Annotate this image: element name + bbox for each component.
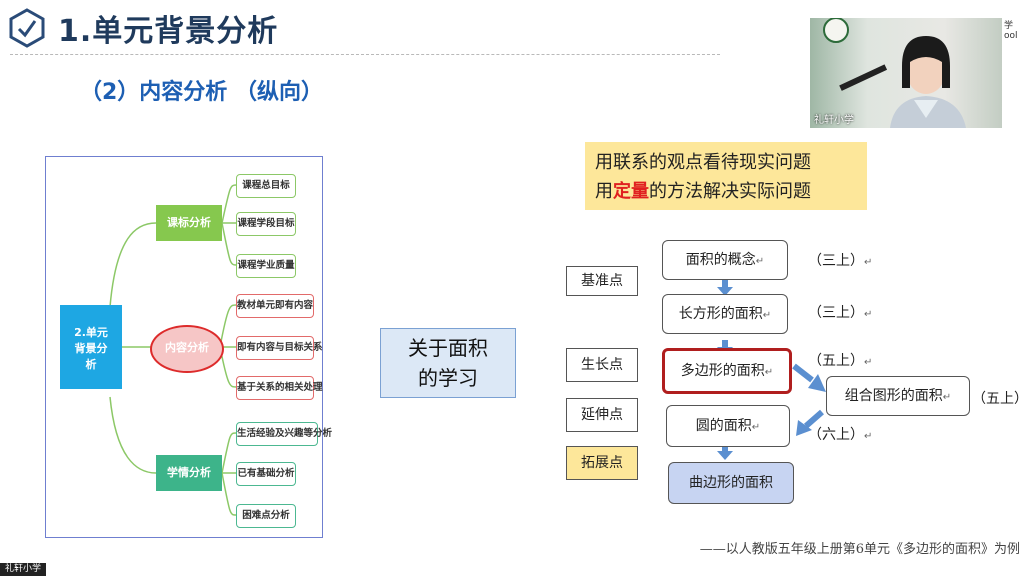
grade-polygon-area: （五上）↵: [808, 350, 872, 370]
grade-rectangle-area: （三上）↵: [808, 302, 872, 322]
node-composite-area: 组合图形的面积↵: [826, 376, 970, 416]
return-mark-icon: ↵: [755, 256, 765, 267]
topic-box: 关于面积 的学习: [380, 328, 516, 398]
grade-composite-area: （五上）: [972, 391, 1024, 407]
node-polygon-area-text: 多边形的面积: [680, 363, 765, 379]
branch-curriculum: 课标分析: [156, 205, 222, 241]
video-feed[interactable]: 礼轩小学: [810, 18, 1002, 128]
page-title: 1.单元背景分析: [58, 14, 279, 49]
return-mark-icon: ↵: [751, 422, 761, 433]
video-caption: 礼轩小学: [814, 115, 854, 126]
leaf-difficulty: 困难点分析: [236, 504, 296, 528]
leaf-curriculum-goal: 课程总目标: [236, 174, 296, 198]
mindmap-connectors: [109, 184, 237, 516]
label-growth: 生长点: [566, 348, 638, 382]
leaf-prior-knowledge: 已有基础分析: [236, 462, 296, 486]
banner-line-2: 用定量的方法解决实际问题: [595, 177, 867, 206]
node-circle-area: 圆的面积↵: [666, 405, 790, 447]
hexagon-logo-icon: [9, 8, 45, 48]
return-mark-icon: ↵: [864, 357, 873, 368]
return-mark-icon: ↵: [942, 392, 952, 403]
grade-area-concept: （三上）↵: [808, 250, 872, 270]
label-expansion: 拓展点: [566, 446, 638, 480]
grade-area-concept-text: （三上）: [808, 253, 864, 269]
leaf-life-experience: 生活经验及兴趣等分析: [236, 422, 332, 446]
footer-note: ——以人教版五年级上册第6单元《多边形的面积》为例: [699, 542, 1020, 557]
grade-polygon-area-text: （五上）: [808, 353, 864, 369]
grade-rectangle-area-text: （三上）: [808, 305, 864, 321]
page-subtitle: （2）内容分析 （纵向）: [80, 80, 323, 105]
principle-banner: 用联系的观点看待现实问题 用定量的方法解决实际问题: [585, 142, 867, 210]
node-composite-area-text: 组合图形的面积: [844, 388, 943, 404]
topic-line-2: 的学习: [418, 366, 478, 390]
leaf-existing-content: 教材单元即有内容: [236, 294, 314, 318]
leaf-content-goal-relation: 即有内容与目标关系: [236, 336, 323, 360]
node-polygon-area: 多边形的面积↵: [662, 348, 792, 394]
bottom-watermark: 礼轩小学: [0, 563, 46, 576]
presenter-figure-icon: [823, 18, 966, 128]
node-circle-area-text: 圆的面积: [695, 418, 752, 434]
banner-highlight: 定量: [613, 181, 649, 202]
leaf-quality: 课程学业质量: [236, 254, 296, 278]
node-area-concept: 面积的概念↵: [662, 240, 788, 280]
label-baseline: 基准点: [566, 266, 638, 296]
mindmap-image: 2.单元背景分析 课标分析 内容分析 学情分析 课程总目标 课程学段目标 课程学…: [45, 156, 332, 538]
return-mark-icon: ↵: [864, 257, 873, 268]
banner-line-2-suffix: 的方法解决实际问题: [649, 181, 811, 202]
return-mark-icon: ↵: [864, 431, 873, 442]
branch-learner: 学情分析: [156, 455, 222, 491]
grade-circle-area: （六上）↵: [808, 424, 872, 444]
return-mark-icon: ↵: [864, 309, 873, 320]
mindmap-root: 2.单元背景分析: [60, 305, 122, 389]
return-mark-icon: ↵: [764, 367, 774, 378]
leaf-stage-goal: 课程学段目标: [236, 212, 296, 236]
topic-line-1: 关于面积: [408, 336, 488, 360]
label-extension: 延伸点: [566, 398, 638, 432]
leaf-relation-processing: 基于关系的相关处理: [236, 376, 323, 400]
banner-line-2-prefix: 用: [595, 181, 613, 202]
banner-line-1: 用联系的观点看待现实问题: [595, 152, 811, 173]
node-area-concept-text: 面积的概念: [685, 252, 756, 268]
header-divider: [10, 54, 720, 55]
mindmap-root-label: 2.单元背景分析: [74, 326, 108, 371]
video-side-text: 学 ool: [1004, 21, 1018, 41]
return-mark-icon: ↵: [762, 310, 772, 321]
node-rectangle-area: 长方形的面积↵: [662, 294, 788, 334]
node-curved-area: 曲边形的面积: [668, 462, 794, 504]
branch-content: 内容分析: [150, 325, 224, 373]
node-rectangle-area-text: 长方形的面积: [678, 306, 763, 322]
grade-circle-area-text: （六上）: [808, 427, 864, 443]
